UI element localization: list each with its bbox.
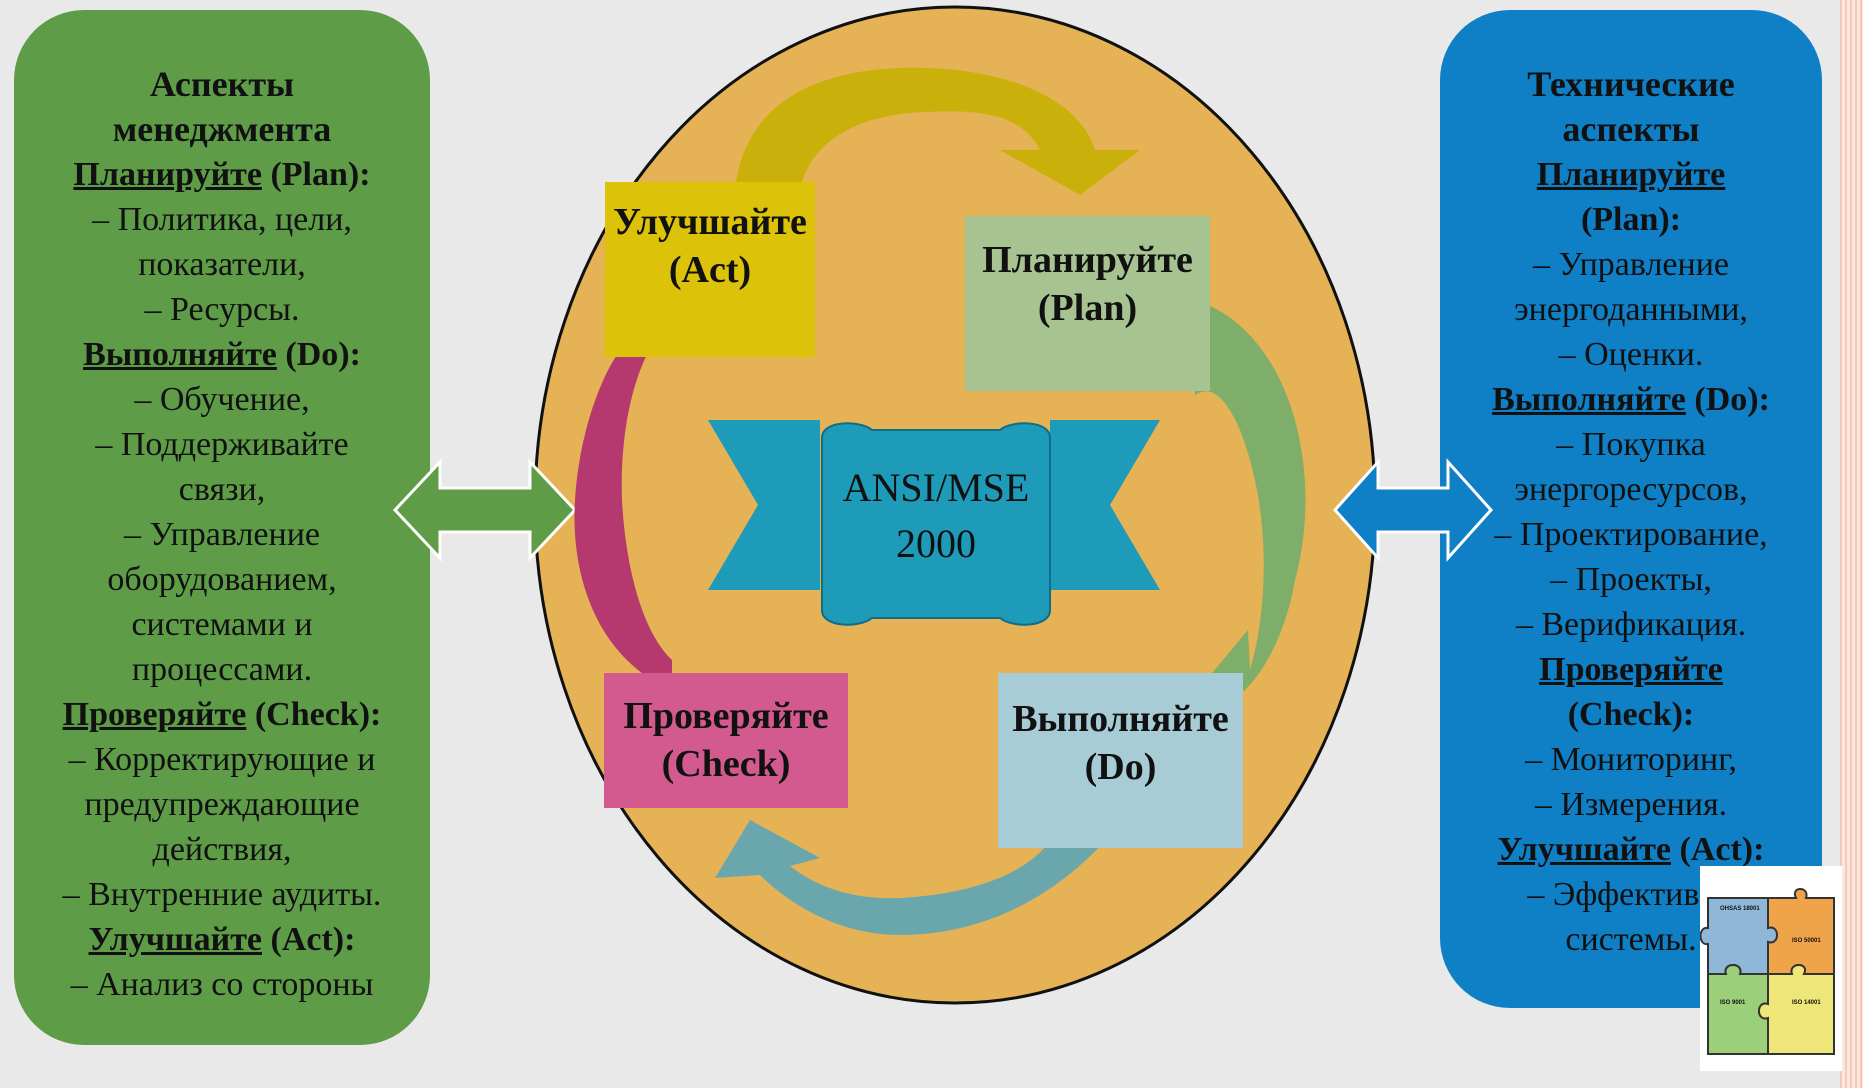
arrow-do-to-check [715, 810, 1130, 935]
puzzle-label: ISO 9001 [1720, 1000, 1746, 1006]
standard-label: ANSI/MSE 2000 [822, 460, 1050, 572]
section-heading-do: Выполняйте (Do): [83, 336, 361, 373]
list-item: – Проектирование, [1494, 516, 1768, 553]
puzzle-label: ISO 50001 [1792, 938, 1821, 944]
puzzle-piece-iso50001 [1767, 888, 1835, 975]
list-item: – Оценки. [1558, 336, 1704, 373]
check-label-line1: Проверяйте [623, 695, 829, 737]
list-item: – Внутренние аудиты. [62, 876, 382, 913]
act-label-line1: Улучшайте [613, 201, 807, 243]
do-label-line2: (Do) [1084, 746, 1157, 788]
section-heading-act: Улучшайте (Act): [88, 921, 356, 958]
list-item: энергоресурсов, [1514, 471, 1748, 508]
do-label-line1: Выполняйте [1012, 698, 1229, 740]
plan-box [965, 216, 1210, 391]
do-box [998, 673, 1243, 848]
do-label: Выполняйте (Do) [998, 695, 1243, 791]
list-item: – Анализ со стороны [70, 966, 374, 1003]
management-aspects-panel: Аспекты менеджмента Планируйте (Plan): –… [14, 10, 430, 1045]
check-box [604, 673, 848, 808]
panel-title-line: Технические [1527, 64, 1735, 104]
section-heading-check-suffix: (Check): [1567, 696, 1695, 733]
panel-title-line: Аспекты [149, 64, 295, 104]
decorative-side-stripe [1840, 0, 1863, 1088]
list-item: – Обучение, [134, 381, 310, 418]
list-item: связи, [178, 471, 266, 508]
list-item: – Управление [123, 516, 320, 553]
list-item: – Мониторинг, [1525, 741, 1737, 778]
banner-right-tail [1050, 420, 1160, 590]
list-item: предупреждающие [84, 786, 360, 823]
list-item: – Проекты, [1550, 561, 1712, 598]
plan-label-line2: (Plan) [1037, 287, 1138, 329]
puzzle-label: ISO 14001 [1792, 1000, 1821, 1006]
plan-label: Планируйте (Plan) [965, 236, 1210, 332]
list-item: энергоданными, [1514, 291, 1748, 328]
list-item: – Верификация. [1515, 606, 1747, 643]
arrow-check-to-act [574, 280, 672, 690]
list-item: действия, [152, 831, 292, 868]
act-label-line2: (Act) [668, 249, 752, 291]
section-heading-plan-suffix: (Plan): [1580, 201, 1682, 238]
list-item: системами и [131, 606, 313, 643]
puzzle-piece-iso14001 [1758, 964, 1835, 1055]
list-item: показатели, [138, 246, 306, 283]
list-item: оборудованием, [107, 561, 337, 598]
right-double-arrow [1332, 458, 1494, 562]
list-item: – Покупка [1556, 426, 1706, 463]
technical-aspects-panel: Технические аспекты Планируйте (Plan): –… [1440, 10, 1822, 1008]
banner-left-tail [708, 420, 820, 590]
section-heading-check: Проверяйте [1539, 651, 1723, 688]
list-item: – Ресурсы. [144, 291, 300, 328]
list-item: – Измерения. [1534, 786, 1728, 823]
iso-puzzle-image: OHSAS 18001 ISO 50001 ISO 9001 ISO 14001 [1699, 866, 1842, 1071]
check-label-line2: (Check) [661, 743, 791, 785]
list-item: – Управление [1532, 246, 1729, 283]
section-heading-act: Улучшайте (Act): [1497, 831, 1765, 868]
plan-label-line1: Планируйте [982, 239, 1193, 281]
arrow-act-to-plan [735, 67, 1140, 195]
puzzle-label: OHSAS 18001 [1720, 906, 1760, 912]
list-item: системы. [1565, 921, 1697, 958]
list-item: – Политика, цели, [92, 201, 352, 238]
list-item: – Корректирующие и [68, 741, 376, 778]
standard-name: ANSI/MSE [842, 465, 1030, 510]
act-label: Улучшайте (Act) [605, 198, 815, 294]
puzzle-icon: OHSAS 18001 ISO 50001 ISO 9001 ISO 14001 [1699, 888, 1835, 1055]
section-heading-plan: Планируйте (Plan): [73, 156, 371, 193]
section-heading-do: Выполняйте (Do): [1492, 381, 1770, 418]
check-label: Проверяйте (Check) [604, 692, 848, 788]
section-heading-check: Проверяйте (Check): [62, 696, 382, 733]
list-item: – Поддерживайте [95, 426, 349, 463]
arrow-plan-to-do [1195, 300, 1306, 750]
section-heading-plan: Планируйте [1536, 156, 1726, 193]
standard-year: 2000 [896, 521, 976, 566]
act-box [605, 182, 815, 357]
banner-scroll [821, 422, 1051, 626]
panel-title-line: менеджмента [112, 109, 332, 149]
list-item: процессами. [131, 651, 313, 688]
panel-title-line: аспекты [1562, 109, 1700, 149]
